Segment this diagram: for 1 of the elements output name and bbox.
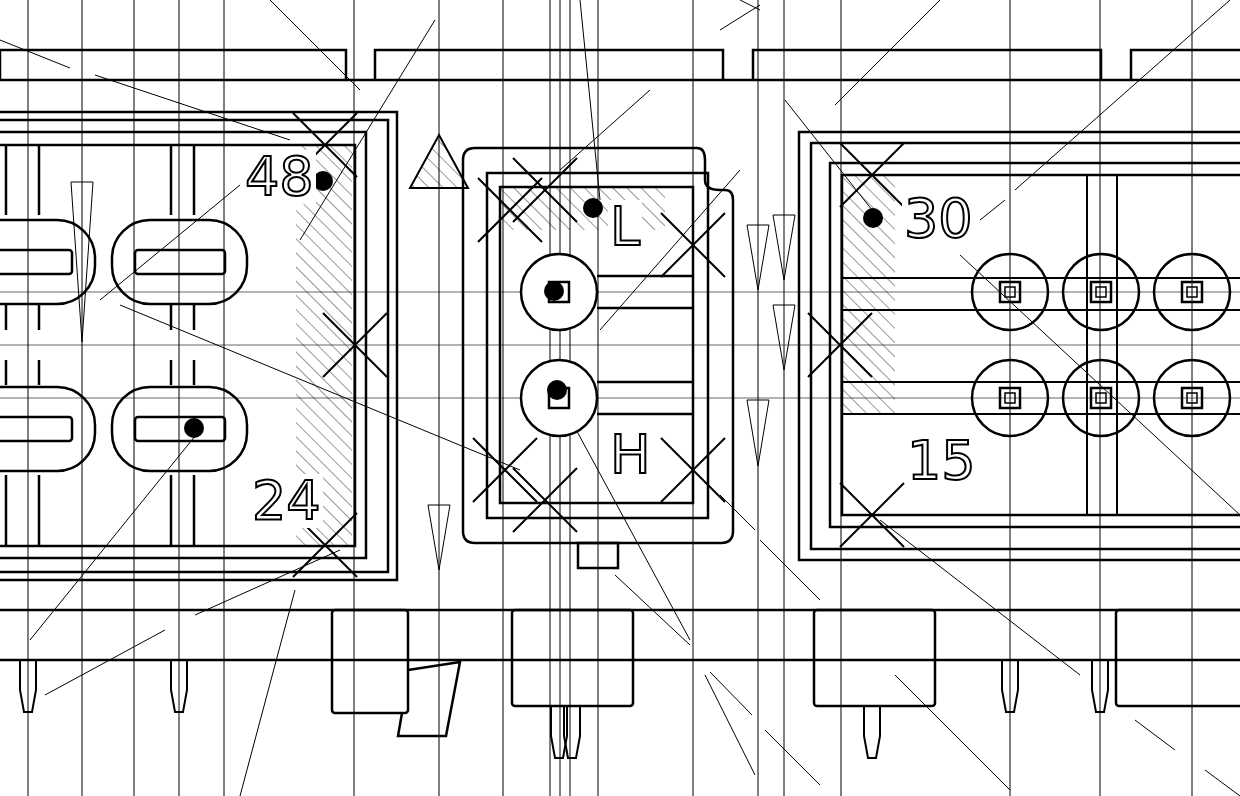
pin-number: 48	[243, 150, 316, 204]
